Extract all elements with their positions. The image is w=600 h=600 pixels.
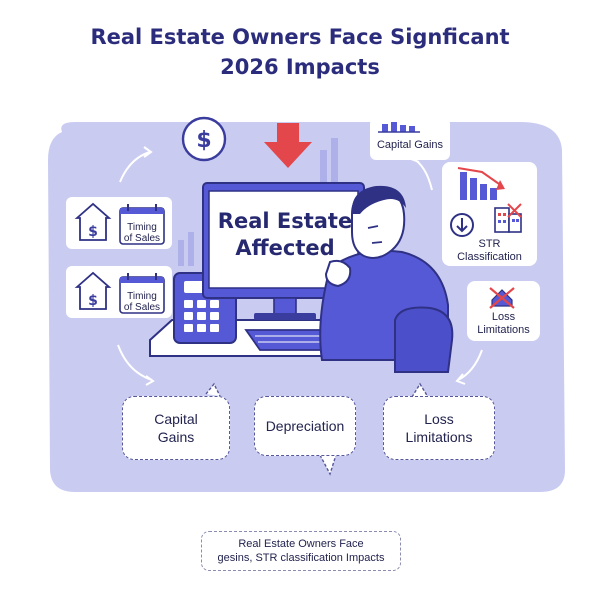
caption-box: Real Estate Owners Face gesins, STR clas… (201, 531, 401, 571)
str-card (442, 162, 537, 266)
person-hair (351, 185, 406, 214)
svg-text:$: $ (88, 224, 98, 240)
download-circle-icon (450, 213, 474, 237)
bubble-tail-2 (319, 454, 337, 476)
timing-bottom-line-2: of Sales (123, 302, 161, 313)
calendar-icon (119, 204, 165, 245)
loss-card-label: Loss Limitations (467, 311, 540, 337)
bubble-loss-line-1: Loss (424, 411, 454, 427)
person-chair (394, 306, 454, 373)
house-crossed-icon (489, 287, 515, 309)
caption-line-1: Real Estate Owners Face (238, 538, 364, 550)
calendar-icon (119, 273, 165, 314)
str-line-2: Classification (457, 251, 522, 263)
timing-top-line-1: Timing (127, 222, 157, 233)
title-line-1: Real Estate Owners Face Signficant (90, 25, 510, 49)
timing-card-bottom: $ (66, 266, 172, 318)
timing-top-line-2: of Sales (123, 233, 161, 244)
caption-line-2: gesins, STR classification Impacts (217, 552, 385, 564)
arrow-top-left-head (143, 146, 153, 158)
timing-card-top: $ (66, 197, 172, 249)
capital-gains-card (370, 118, 450, 160)
timing-bottom-line-1: Timing (127, 291, 157, 302)
page-title: Real Estate Owners Face Signficant 2026 … (0, 22, 600, 82)
bubble-loss-limitations: Loss Limitations (383, 396, 495, 460)
bubble-capital-gains: Capital Gains (122, 396, 230, 460)
bubble-loss-line-2: Limitations (405, 429, 473, 445)
bubble-tail-1 (205, 382, 221, 397)
arrow-bottom-right-head (455, 373, 466, 385)
svg-text:$: $ (88, 293, 98, 309)
timing-top-label: Timing of Sales (121, 222, 163, 244)
monitor-line-2: Affected (235, 236, 335, 260)
svg-text:$: $ (196, 128, 211, 153)
person-illustration (319, 185, 454, 373)
monitor-text: Real Estate Affected (212, 208, 358, 262)
loss-card (467, 281, 540, 341)
arrow-bottom-right (457, 349, 483, 381)
house-dollar-icon: $ (74, 271, 112, 310)
title-line-2: 2026 Impacts (220, 55, 380, 79)
timing-bottom-label: Timing of Sales (121, 291, 163, 313)
arrow-top-left (119, 151, 151, 183)
building-icon (494, 203, 522, 233)
dollar-coin-icon: $ (181, 116, 227, 162)
monitor-line-1: Real Estate (217, 209, 353, 233)
loss-card-line-2: Limitations (477, 324, 530, 336)
capital-gains-top-label: Capital Gains (376, 139, 444, 151)
declining-bars-icon (460, 172, 497, 200)
bubble-depreciation: Depreciation (254, 396, 356, 456)
bubble-capital-gains-line-1: Capital (154, 411, 198, 427)
bubble-capital-gains-line-2: Gains (157, 429, 195, 445)
person-fist (324, 259, 352, 288)
arrow-bottom-left-head (145, 375, 155, 386)
house-dollar-icon: $ (74, 202, 112, 241)
down-arrow-icon (264, 123, 312, 168)
str-label: STR Classification (442, 238, 537, 264)
bar-chart-icon (382, 122, 415, 132)
loss-card-line-1: Loss (491, 311, 516, 323)
str-line-1: STR (478, 238, 501, 250)
monitor (202, 182, 365, 320)
faint-bars (178, 138, 338, 266)
trend-down-icon (457, 167, 503, 187)
bubble-tail-3 (411, 382, 429, 398)
